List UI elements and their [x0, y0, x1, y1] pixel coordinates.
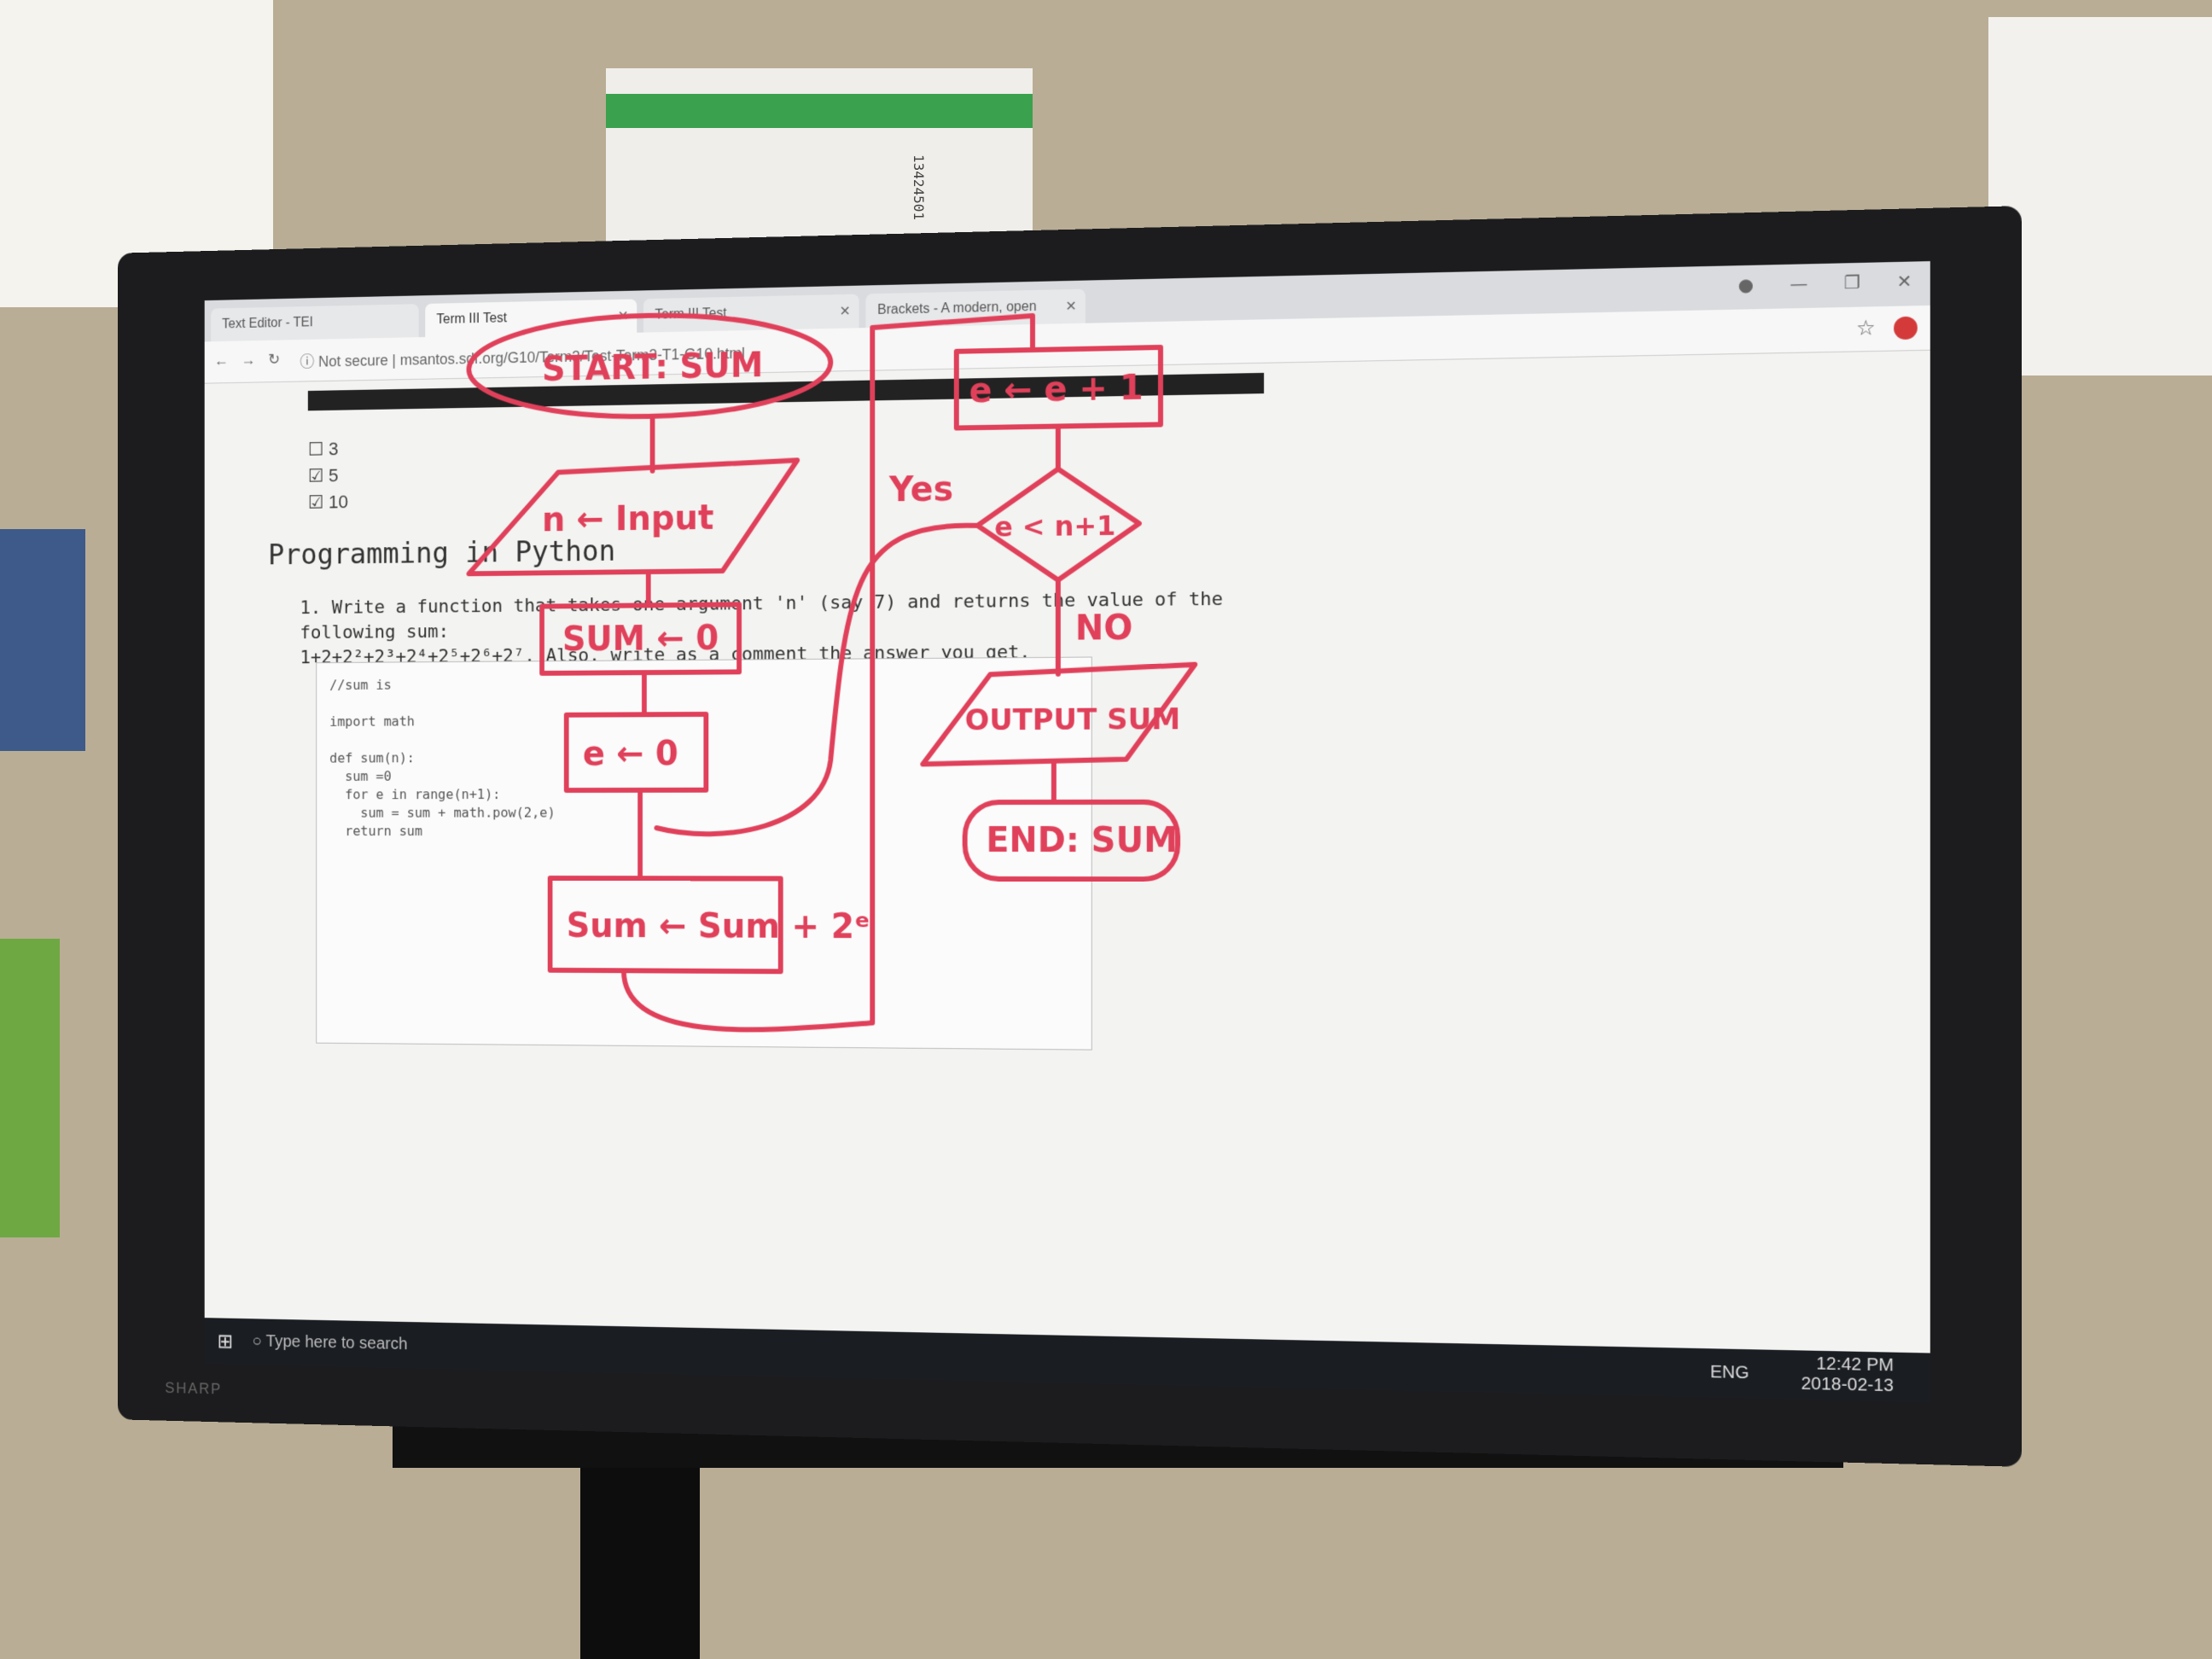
sticker-left [0, 939, 60, 1237]
no-label: NO [1075, 608, 1132, 649]
end-label: END: SUM [986, 821, 1178, 860]
shelf-left [0, 529, 85, 751]
screen: Text Editor - TEI Term III Test✕ Term II… [204, 261, 1930, 1403]
output-label: OUTPUT SUM [965, 701, 1181, 736]
wall-right-box [1988, 17, 2212, 375]
box-label: 13424501 [911, 154, 928, 221]
init-e-label: e ← 0 [583, 735, 678, 774]
increment-e-label: e ← e + 1 [969, 369, 1144, 411]
update-sum-label: Sum ← Sum + 2ᵉ [567, 907, 870, 947]
stand-leg [580, 1468, 700, 1659]
start-label: START: SUM [542, 346, 763, 389]
handwritten-flowchart: START: SUM n ← Input SUM ← 0 e ← 0 Sum ←… [205, 261, 1930, 1403]
yes-label: Yes [888, 470, 953, 510]
input-label: n ← Input [542, 498, 713, 539]
green-band [606, 94, 1033, 128]
decision-label: e < n+1 [994, 510, 1115, 544]
brand-logo: SHARP [165, 1379, 223, 1398]
display-monitor: Text Editor - TEI Term III Test✕ Term II… [117, 206, 2023, 1467]
init-sum-label: SUM ← 0 [562, 620, 719, 660]
